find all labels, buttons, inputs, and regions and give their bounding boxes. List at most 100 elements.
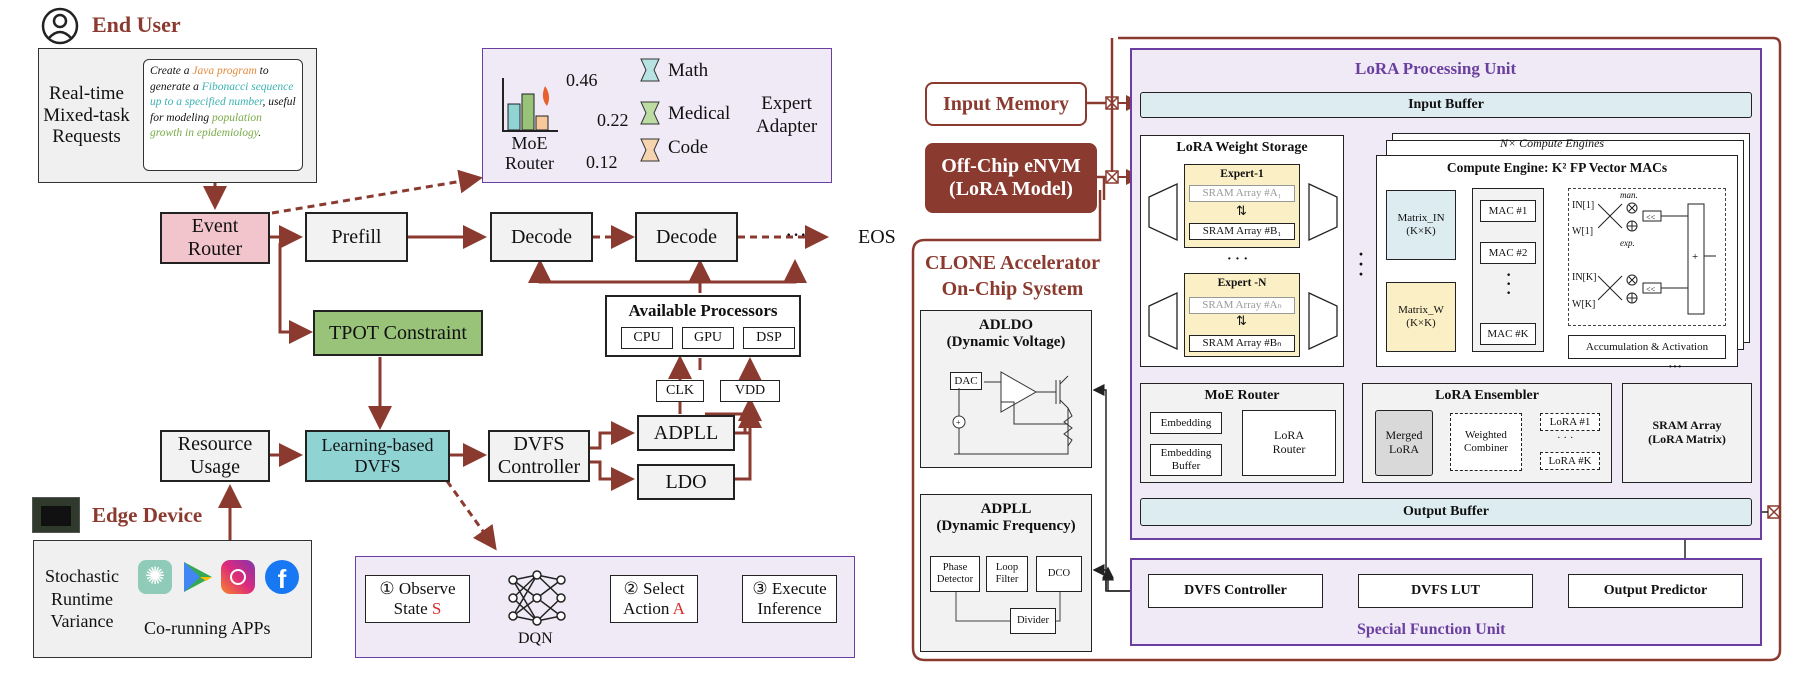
end-user-title: End User <box>92 12 181 37</box>
weight-code: 0.12 <box>586 152 618 172</box>
code-expert-icon <box>640 138 660 162</box>
swap-icon: ⇅ <box>1236 203 1247 218</box>
facebook-icon: f <box>265 560 299 594</box>
execute-box: ③ Execute Inference <box>742 575 837 623</box>
prompt-text: , useful for modeling <box>150 96 296 124</box>
prompt-text: . <box>258 127 262 140</box>
dvfs-lut-box: DVFS LUT <box>1358 574 1533 608</box>
dvfs-controller-box: DVFS Controller <box>488 430 590 482</box>
embedding-box: Embedding <box>1150 412 1222 434</box>
decode-box-1: Decode <box>490 212 593 262</box>
user-icon <box>40 6 80 46</box>
router-chart-icon <box>500 76 560 134</box>
accum-dots: ··· <box>1668 360 1683 375</box>
svg-text:+: + <box>956 418 961 427</box>
observe-label: ① Observe <box>379 579 456 599</box>
math-expert-icon <box>640 58 660 82</box>
sram-b1: SRAM Array #B₁ <box>1189 223 1295 240</box>
in1-label: IN[1] <box>1572 200 1595 211</box>
loop-filter-box: Loop Filter <box>986 556 1028 592</box>
mux-left-1 <box>1148 182 1178 242</box>
mac-k: MAC #K <box>1480 323 1536 345</box>
lorak-box: LoRA #K <box>1540 452 1600 470</box>
mac-1: MAC #1 <box>1480 200 1536 222</box>
prompt-fib: Fibonacci sequence up to a specified num… <box>150 80 294 109</box>
prompt-bubble: Create a Java program to generate a Fibo… <box>143 59 303 171</box>
gpu-box: GPU <box>682 327 734 349</box>
variance-label: Stochastic Runtime Variance <box>45 566 119 632</box>
prompt-text: Create a <box>150 65 193 77</box>
action-symbol: A <box>672 599 685 618</box>
learning-dvfs-box: Learning-based DVFS <box>305 430 450 482</box>
observe-box: ① Observe State S <box>365 575 470 623</box>
moe-router-label: MoE Router <box>505 133 554 173</box>
accum-box: Accumulation & Activation <box>1568 335 1726 359</box>
chatgpt-icon: ✺ <box>138 560 172 594</box>
pll-loop <box>948 567 1082 624</box>
event-router-box: Event Router <box>160 212 270 264</box>
expert-adapter-label: Expert Adapter <box>756 93 818 137</box>
divider-box: Divider <box>1010 608 1056 634</box>
mac-2: MAC #2 <box>1480 242 1536 264</box>
ink-label: IN[K] <box>1572 272 1597 283</box>
expert-medical: Medical <box>668 103 731 124</box>
resource-usage-box: Resource Usage <box>160 430 270 482</box>
clk-box: CLK <box>656 380 704 402</box>
expert1-title: Expert-1 <box>1220 168 1264 180</box>
ellipsis: ··· <box>785 222 807 247</box>
svg-text:+: + <box>1692 251 1698 263</box>
expert-code: Code <box>668 137 709 158</box>
ldo-schematic: + <box>944 368 1084 462</box>
offchip-envm-box: Off-Chip eNVM (LoRA Model) <box>925 143 1097 213</box>
edge-panel: Stochastic Runtime Variance <box>33 540 312 658</box>
requests-panel: Real-time Mixed-task Requests Create a J… <box>38 48 317 183</box>
weight-math: 0.46 <box>566 70 598 90</box>
svg-text:<<: << <box>1646 213 1656 222</box>
weighted-combiner-box: Weighted Combiner <box>1450 413 1522 471</box>
action-label: Action <box>623 599 673 618</box>
state-symbol: S <box>431 599 442 618</box>
lora-router-box: LoRA Router <box>1242 410 1336 476</box>
apps-label: Co-running APPs <box>144 618 271 638</box>
edge-device-title: Edge Device <box>92 503 203 527</box>
state-label: State <box>393 599 432 618</box>
compute-engines-count: N× Compute Engines <box>1500 136 1605 150</box>
dqn-network-icon <box>508 570 566 626</box>
dvfs-controller-hw: DVFS Controller <box>1148 574 1323 608</box>
expert-math: Math <box>668 60 709 81</box>
input-buffer-box: Input Buffer <box>1140 92 1752 118</box>
dsp-box: DSP <box>743 327 795 349</box>
prompt-pop: population growth in epidemiology <box>150 111 262 140</box>
requests-label: Real-time Mixed-task Requests <box>43 82 130 148</box>
weight-storage-title: LoRA Weight Storage <box>1176 140 1308 155</box>
adpll-box: ADPLL <box>637 415 735 451</box>
ensembler-title: LoRA Ensembler <box>1435 388 1539 403</box>
sram-an: SRAM Array #Aₙ <box>1189 297 1295 314</box>
ldo-box: LDO <box>637 464 735 500</box>
instagram-icon <box>221 560 255 594</box>
processors-title: Available Processors <box>628 301 778 320</box>
svg-text:<<: << <box>1646 285 1656 294</box>
output-buffer-box: Output Buffer <box>1140 498 1752 526</box>
select-box: ② Select Action A <box>610 575 698 623</box>
phase-detector-box: Phase Detector <box>930 556 980 592</box>
moe-router-title: MoE Router <box>1204 388 1280 403</box>
output-predictor-box: Output Predictor <box>1568 574 1743 608</box>
mac-datapath: << << + <box>1597 196 1716 321</box>
expert-dots: · · · <box>1227 252 1249 267</box>
mux-right-1 <box>1308 182 1338 242</box>
vertical-dots: ··· <box>1358 244 1365 284</box>
eos-label: EOS <box>858 226 896 248</box>
vdd-box: VDD <box>720 380 780 402</box>
lpu-title: LoRA Processing Unit <box>1355 59 1517 78</box>
matrix-in-box: Matrix_IN (K×K) <box>1386 190 1456 260</box>
sram-lora-matrix-box: SRAM Array (LoRA Matrix) <box>1622 383 1752 483</box>
dac-box: DAC <box>950 372 982 390</box>
select-label: ② Select <box>623 579 685 599</box>
mux-left-n <box>1148 291 1178 351</box>
sfu-title: Special Function Unit <box>1357 621 1506 638</box>
matrix-w-box: Matrix_W (K×K) <box>1386 282 1456 352</box>
swap-icon: ⇅ <box>1236 313 1247 328</box>
wk-label: W[K] <box>1572 299 1596 310</box>
